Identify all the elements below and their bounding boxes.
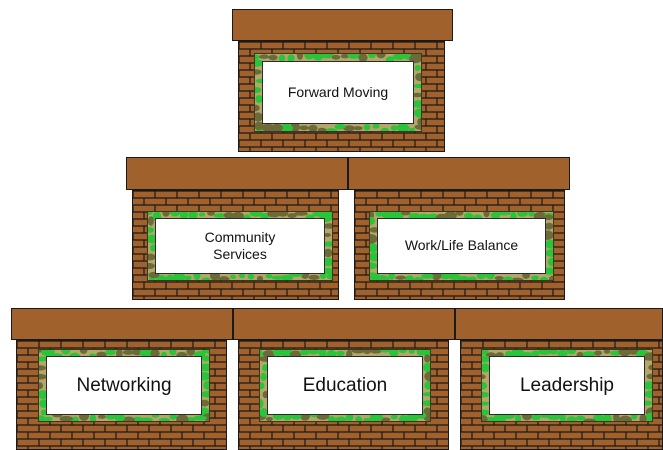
block-cap bbox=[348, 157, 570, 190]
block-cap bbox=[233, 308, 455, 340]
label-forward-moving: Forward Moving bbox=[262, 61, 414, 124]
block-cap bbox=[455, 308, 663, 340]
block-cap bbox=[126, 157, 348, 190]
label-work-life-balance: Work/Life Balance bbox=[377, 218, 546, 274]
label-networking: Networking bbox=[46, 356, 202, 415]
label-leadership: Leadership bbox=[489, 356, 645, 415]
block-cap bbox=[232, 9, 453, 41]
block-cap bbox=[11, 308, 233, 340]
label-community-services: Community Services bbox=[155, 218, 325, 274]
label-education: Education bbox=[267, 356, 423, 415]
